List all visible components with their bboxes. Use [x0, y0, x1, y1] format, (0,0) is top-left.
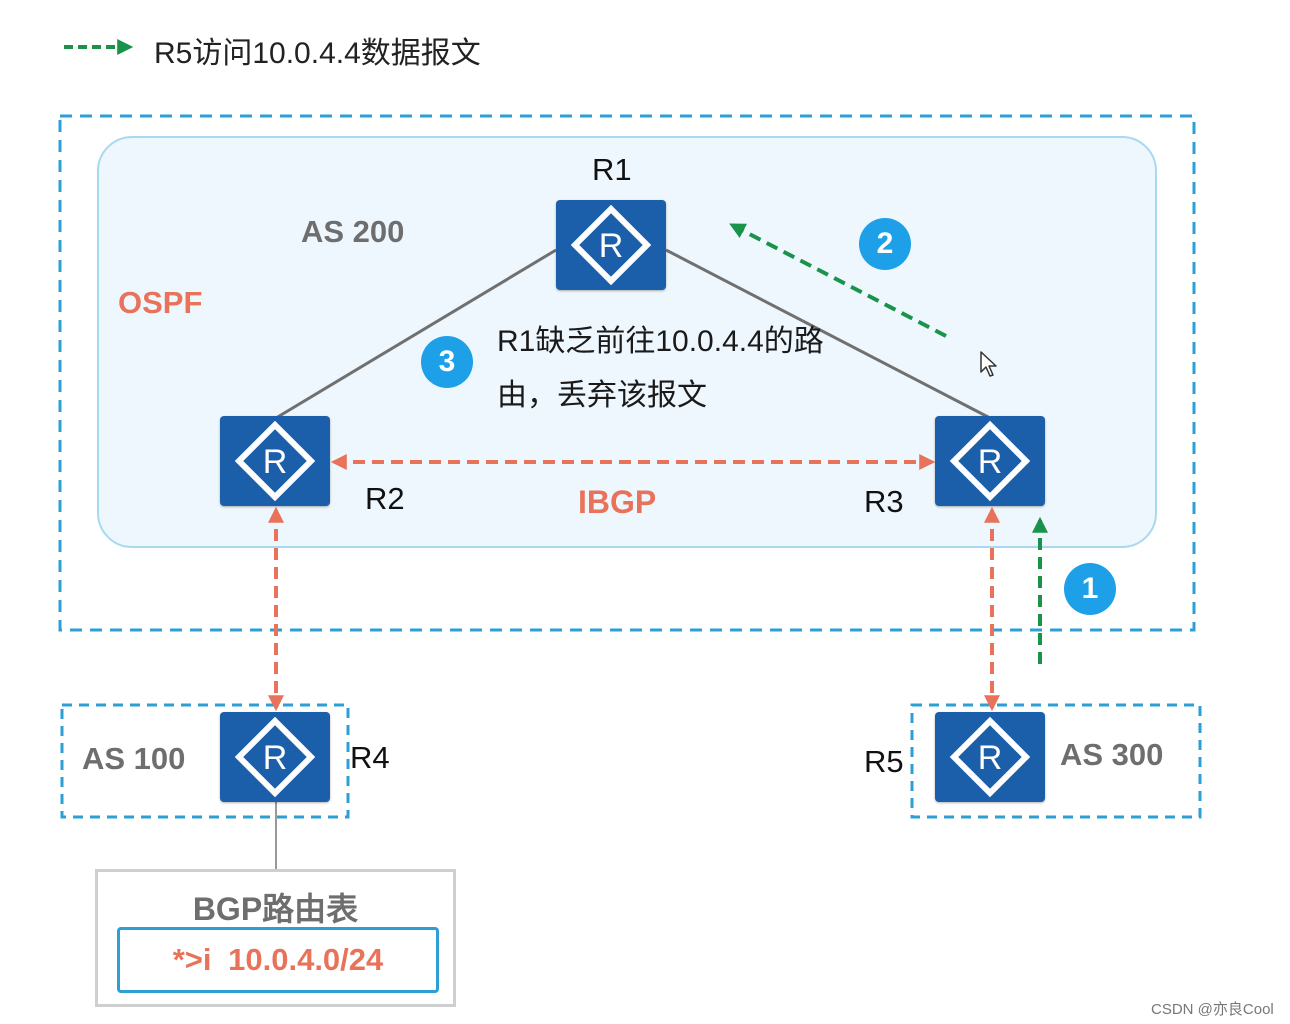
- bgp-route-table: BGP路由表 *>i 10.0.4.0/24: [95, 869, 456, 1007]
- as100-border: [60, 703, 350, 819]
- router-r1-label: R1: [592, 152, 632, 187]
- note-line-1: R1缺乏前往10.0.4.4的路: [497, 325, 824, 358]
- as200-label: AS 200: [301, 214, 405, 249]
- as300-label: AS 300: [1060, 737, 1164, 772]
- router-icon: R: [570, 204, 652, 286]
- watermark: CSDN @亦良Cool: [1151, 1001, 1274, 1018]
- router-r5-label: R5: [864, 744, 904, 779]
- bgp-table-title: BGP路由表: [192, 891, 359, 927]
- link-r1-r3: [665, 248, 991, 420]
- router-r3[interactable]: R: [935, 416, 1045, 506]
- as100-label: AS 100: [82, 741, 186, 776]
- router-r4[interactable]: R: [220, 712, 330, 802]
- router-icon: R: [234, 420, 316, 502]
- packet-path-r3-to-r1: [729, 223, 947, 338]
- svg-text:R: R: [263, 739, 288, 777]
- link-r1-r2: [275, 248, 557, 420]
- bgp-table-entry: *>i 10.0.4.0/24: [117, 927, 439, 993]
- svg-text:R: R: [978, 443, 1003, 481]
- step-badge-3: 3: [421, 336, 473, 388]
- svg-text:R: R: [599, 227, 624, 265]
- router-r1[interactable]: R: [556, 200, 666, 290]
- router-icon: R: [949, 420, 1031, 502]
- as200-border: [58, 114, 1196, 632]
- ibgp-label: IBGP: [578, 484, 657, 520]
- ospf-label: OSPF: [118, 285, 203, 320]
- router-r4-label: R4: [350, 740, 390, 775]
- legend-text: R5访问10.0.4.4数据报文: [154, 37, 481, 70]
- mouse-cursor-icon: [980, 351, 997, 377]
- svg-text:R: R: [978, 739, 1003, 777]
- step-badge-2: 2: [859, 218, 911, 270]
- step-badge-1: 1: [1064, 563, 1116, 615]
- router-r2-label: R2: [365, 481, 405, 516]
- svg-text:R: R: [263, 443, 288, 481]
- router-icon: R: [949, 716, 1031, 798]
- bgp-entry-flag: *>i: [172, 942, 212, 977]
- router-r5[interactable]: R: [935, 712, 1045, 802]
- note-line-2: 由，丢弃该报文: [497, 379, 707, 412]
- bgp-entry-prefix: 10.0.4.0/24: [228, 942, 384, 977]
- router-icon: R: [234, 716, 316, 798]
- as300-border: [910, 703, 1202, 819]
- router-r3-label: R3: [864, 484, 904, 519]
- router-r2[interactable]: R: [220, 416, 330, 506]
